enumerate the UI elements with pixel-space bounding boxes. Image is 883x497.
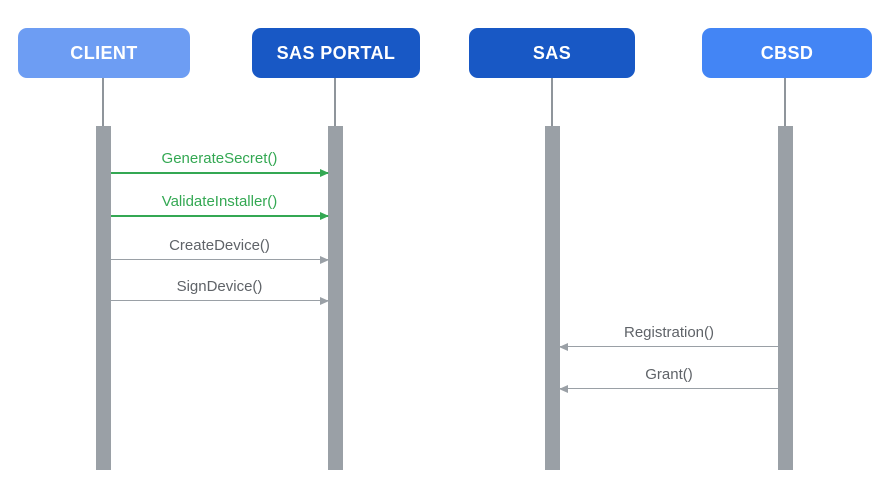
message-label: Grant() <box>645 366 693 383</box>
message-label: SignDevice() <box>176 278 263 295</box>
lifeline-cbsd <box>784 78 786 126</box>
arrow-head-right-icon <box>320 296 329 305</box>
message-label: ValidateInstaller() <box>161 193 278 210</box>
arrow-line <box>560 388 778 390</box>
actor-box-sas: SAS <box>469 28 635 78</box>
lifeline-sas <box>551 78 553 126</box>
actor-box-sas-portal: SAS PORTAL <box>252 28 420 78</box>
lifeline-client <box>102 78 104 126</box>
message-label: Registration() <box>623 324 715 341</box>
message-label: GenerateSecret() <box>161 150 278 167</box>
arrow-head-right-icon <box>320 211 329 220</box>
arrow-head-left-icon <box>559 384 568 393</box>
actor-label-cbsd: CBSD <box>760 42 814 63</box>
arrow-head-left-icon <box>559 342 568 351</box>
arrow-line <box>111 259 328 261</box>
actor-label-client: CLIENT <box>70 42 138 63</box>
arrow-line <box>111 215 328 217</box>
actor-label-sas: SAS <box>532 42 572 63</box>
actor-label-sas-portal: SAS PORTAL <box>276 42 396 63</box>
arrow-head-right-icon <box>320 255 329 264</box>
activation-bar-client <box>96 126 111 470</box>
actor-box-cbsd: CBSD <box>702 28 872 78</box>
actor-box-client: CLIENT <box>18 28 190 78</box>
activation-bar-sas <box>545 126 560 470</box>
message-label: CreateDevice() <box>169 237 270 254</box>
lifeline-sas-portal <box>334 78 336 126</box>
arrow-line <box>111 172 328 174</box>
activation-bar-sas-portal <box>328 126 343 470</box>
arrow-line <box>560 346 778 348</box>
arrow-head-right-icon <box>320 168 329 177</box>
activation-bar-cbsd <box>778 126 793 470</box>
arrow-line <box>111 300 328 302</box>
